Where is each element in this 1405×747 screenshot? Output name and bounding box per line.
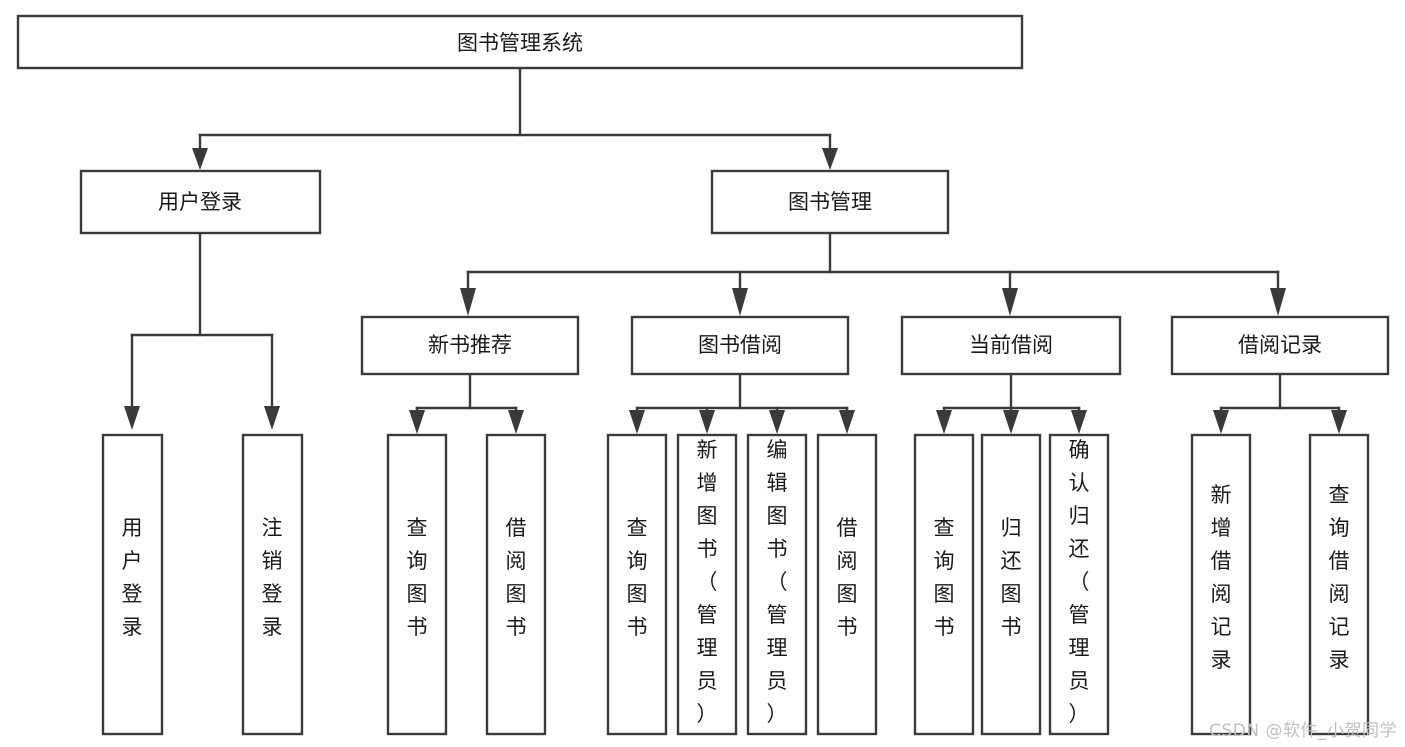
node-leaf-query-book-2[interactable]: 查询图书 xyxy=(606,433,668,736)
node-leaf-return-book[interactable]: 归还图书 xyxy=(980,433,1042,736)
node-leaf-query-book-1-box[interactable] xyxy=(386,433,448,736)
node-root[interactable]: 图书管理系统 xyxy=(16,14,1024,70)
node-leaf-borrow-book-2[interactable]: 借阅图书 xyxy=(816,433,878,736)
node-leaf-borrow-book-1-label: 借阅图书 xyxy=(506,516,527,639)
node-leaf-query-book-3-label: 查询图书 xyxy=(934,516,955,639)
node-leaf-return-book-box[interactable] xyxy=(980,433,1042,736)
node-current-borrow[interactable]: 当前借阅 xyxy=(900,315,1122,376)
node-leaf-edit-book-label: 编辑图书（管理员） xyxy=(767,438,788,726)
node-book-borrow-label: 图书借阅 xyxy=(698,333,782,357)
node-leaf-confirm-return-label: 确认归还（管理员） xyxy=(1069,438,1090,726)
arrow-to-user-login xyxy=(192,148,208,170)
node-book-management-box[interactable] xyxy=(710,169,950,235)
node-leaf-borrow-book-1[interactable]: 借阅图书 xyxy=(485,433,547,736)
node-leaf-query-record-label: 查询借阅记录 xyxy=(1329,483,1350,672)
node-user-login-box[interactable] xyxy=(79,169,322,235)
arrow-to-new-book-recommend xyxy=(460,288,476,316)
node-book-borrow-box[interactable] xyxy=(630,315,850,376)
node-leaf-add-book[interactable]: 新增图书（管理员） xyxy=(676,433,738,736)
node-leaf-query-record-box[interactable] xyxy=(1308,433,1370,736)
arrow-to-book-borrow xyxy=(732,288,748,316)
arrow-to-leaf-query-book-3 xyxy=(936,410,952,434)
node-leaf-user-login-box[interactable] xyxy=(101,433,164,736)
node-leaf-user-logout-box[interactable] xyxy=(241,433,304,736)
arrow-to-leaf-user-logout xyxy=(264,406,280,430)
node-new-book-recommend-label: 新书推荐 xyxy=(428,333,512,357)
arrow-to-leaf-query-record xyxy=(1331,410,1347,434)
node-leaf-query-book-2-box[interactable] xyxy=(606,433,668,736)
arrow-to-leaf-borrow-book-1 xyxy=(508,410,524,434)
node-leaf-confirm-return-box[interactable] xyxy=(1048,433,1110,736)
arrow-to-leaf-user-login xyxy=(124,406,140,430)
node-leaf-add-book-label: 新增图书（管理员） xyxy=(697,438,718,726)
node-book-management[interactable]: 图书管理 xyxy=(710,169,950,235)
connectors-group xyxy=(124,66,1347,434)
node-leaf-add-record-label: 新增借阅记录 xyxy=(1211,483,1232,672)
node-leaf-return-book-label: 归还图书 xyxy=(1001,516,1022,639)
arrow-to-leaf-query-book-1 xyxy=(409,410,425,434)
arrow-to-book-management xyxy=(822,148,838,170)
watermark-label: CSDN @软件_小贺同学 xyxy=(1209,721,1397,741)
node-book-borrow[interactable]: 图书借阅 xyxy=(630,315,850,376)
node-borrow-record-box[interactable] xyxy=(1170,315,1390,376)
arrow-to-leaf-borrow-book-2 xyxy=(839,410,855,434)
node-leaf-add-book-box[interactable] xyxy=(676,433,738,736)
node-leaf-user-login-label: 用户登录 xyxy=(122,516,143,639)
node-leaf-user-logout-label: 注销登录 xyxy=(262,516,283,639)
arrow-to-leaf-add-book xyxy=(699,410,715,434)
node-book-management-label: 图书管理 xyxy=(788,190,872,214)
node-leaf-confirm-return[interactable]: 确认归还（管理员） xyxy=(1048,433,1110,736)
node-leaf-query-book-3[interactable]: 查询图书 xyxy=(913,433,975,736)
node-leaf-add-record-box[interactable] xyxy=(1190,433,1252,736)
node-user-login[interactable]: 用户登录 xyxy=(79,169,322,235)
node-leaf-borrow-book-2-box[interactable] xyxy=(816,433,878,736)
node-new-book-recommend[interactable]: 新书推荐 xyxy=(360,315,580,376)
node-leaf-query-book-3-box[interactable] xyxy=(913,433,975,736)
node-leaf-borrow-book-1-box[interactable] xyxy=(485,433,547,736)
node-leaf-user-login[interactable]: 用户登录 xyxy=(101,433,164,736)
node-user-login-label: 用户登录 xyxy=(158,190,242,214)
node-leaf-query-book-1-label: 查询图书 xyxy=(407,516,428,639)
arrow-to-leaf-confirm-return xyxy=(1071,410,1087,434)
node-current-borrow-box[interactable] xyxy=(900,315,1122,376)
node-leaf-edit-book[interactable]: 编辑图书（管理员） xyxy=(746,433,808,736)
node-leaf-user-logout[interactable]: 注销登录 xyxy=(241,433,304,736)
node-borrow-record[interactable]: 借阅记录 xyxy=(1170,315,1390,376)
node-new-book-recommend-box[interactable] xyxy=(360,315,580,376)
node-leaf-borrow-book-2-label: 借阅图书 xyxy=(837,516,858,639)
node-root-box[interactable] xyxy=(16,14,1024,70)
arrow-to-leaf-edit-book xyxy=(769,410,785,434)
node-leaf-query-book-1[interactable]: 查询图书 xyxy=(386,433,448,736)
arrow-to-leaf-add-record xyxy=(1213,410,1229,434)
node-leaf-query-record[interactable]: 查询借阅记录 xyxy=(1308,433,1370,736)
node-leaf-edit-book-box[interactable] xyxy=(746,433,808,736)
node-leaf-add-record[interactable]: 新增借阅记录 xyxy=(1190,433,1252,736)
arrow-to-leaf-return-book xyxy=(1003,410,1019,434)
arrow-to-current-borrow xyxy=(1002,288,1018,316)
node-root-label: 图书管理系统 xyxy=(457,31,583,55)
node-leaf-query-book-2-label: 查询图书 xyxy=(627,516,648,639)
node-borrow-record-label: 借阅记录 xyxy=(1238,333,1322,357)
arrow-to-leaf-query-book-2 xyxy=(629,410,645,434)
arrow-to-borrow-record xyxy=(1270,288,1286,316)
node-current-borrow-label: 当前借阅 xyxy=(969,333,1053,357)
